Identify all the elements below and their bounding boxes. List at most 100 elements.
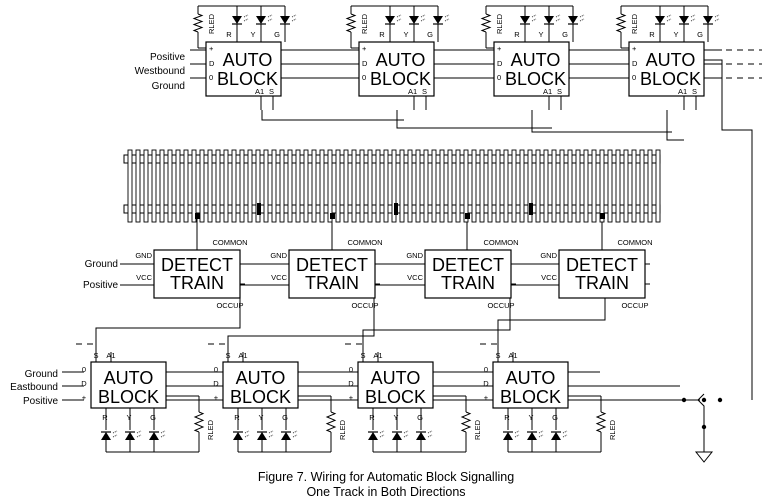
led-rays: [555, 14, 561, 22]
rail-tie: [255, 149, 261, 223]
rail-tie: [479, 149, 485, 223]
rled-resistor: [460, 411, 472, 433]
signal-label-r: R: [504, 413, 510, 422]
pin-s: S: [360, 351, 365, 360]
pin-d: D: [632, 59, 638, 68]
auto-block-line1: AUTO: [104, 368, 154, 388]
rail-tie: [551, 149, 557, 223]
rail-tie: [287, 149, 293, 223]
signal-led-r: [232, 14, 249, 25]
detector-positive-label: Positive: [83, 280, 118, 291]
led-rays: [291, 14, 297, 22]
pin-zero: 0: [82, 365, 86, 374]
rail-tie: [647, 149, 653, 223]
rail-tie: [511, 149, 517, 223]
rail-tie: [343, 149, 349, 223]
rail-tie: [607, 149, 613, 223]
rail-tie: [359, 149, 365, 223]
rail-gap-1: [257, 203, 261, 215]
led-body: [503, 432, 513, 440]
rled-resistor: [345, 13, 357, 33]
rail-tie: [143, 149, 149, 223]
signal-label-g: G: [417, 413, 423, 422]
rail-tie: [423, 149, 429, 223]
rail-tie: [199, 149, 205, 223]
led-body: [409, 16, 419, 24]
pin-plus: +: [209, 44, 214, 53]
rail-feeder-2: [330, 213, 335, 219]
auto-block-line2: BLOCK: [217, 69, 278, 89]
pin-a1: A1: [238, 351, 247, 360]
rail-tie: [559, 149, 565, 223]
signal-label-g: G: [274, 30, 280, 39]
rail-tie: [519, 149, 525, 223]
signal-led-r: [655, 14, 672, 25]
eastbound-ground-label: Ground: [25, 369, 58, 380]
signal-led-g: [551, 430, 568, 440]
rail-tie: [127, 149, 133, 223]
rail-tie: [295, 149, 301, 223]
auto-block-line1: AUTO: [371, 368, 421, 388]
rled-label: RLED: [206, 419, 215, 440]
pin-s: S: [692, 87, 697, 96]
signal-led-y: [256, 14, 273, 25]
detect-train-line1: DETECT: [161, 255, 233, 275]
pin-common: COMMON: [484, 238, 519, 247]
led-body: [280, 16, 290, 24]
pin-plus: +: [362, 44, 367, 53]
rail-tie: [223, 149, 229, 223]
auto-block-box: [492, 361, 569, 409]
rail-gap-3: [529, 203, 533, 215]
signal-label-y: Y: [126, 413, 131, 422]
signal-led-g: [281, 430, 298, 440]
detect-train-box: [288, 249, 376, 299]
rail-tie: [583, 149, 589, 223]
pin-vcc: VCC: [136, 273, 152, 282]
rail-feeder-1: [195, 213, 200, 219]
rled-resistor: [480, 13, 492, 33]
rail-tie: [279, 149, 285, 223]
rail-feeder-3: [465, 213, 470, 219]
led-body: [416, 432, 426, 440]
signal-led-y: [527, 430, 544, 440]
auto-block-box: [493, 41, 570, 97]
signal-label-r: R: [514, 30, 520, 39]
rail-tie: [535, 149, 541, 223]
switch-contact-3: [717, 397, 723, 403]
westbound-ground-label: Ground: [152, 81, 185, 92]
pin-vcc: VCC: [407, 273, 423, 282]
led-body: [101, 432, 111, 440]
led-rays: [396, 14, 402, 22]
wire-top-1: [261, 110, 404, 121]
detect-train-line1: DETECT: [296, 255, 368, 275]
pin-zero: 0: [484, 365, 488, 374]
signal-led-g: [703, 14, 720, 25]
pin-occup: OCCUP: [216, 301, 243, 310]
rail-tie: [239, 149, 245, 223]
rail-tie: [191, 149, 197, 223]
switch-contact-4: [701, 424, 707, 430]
signal-label-g: G: [282, 413, 288, 422]
rail-tie: [335, 149, 341, 223]
signal-led-g: [280, 14, 297, 25]
wire-occup-3: [362, 298, 511, 344]
pin-gnd: GND: [406, 251, 423, 260]
rail-tie: [599, 149, 605, 223]
led-rays: [427, 430, 433, 438]
rail-tie: [527, 149, 533, 223]
rled-label: RLED: [495, 13, 504, 34]
rail-tie: [183, 149, 189, 223]
rail-tie: [495, 149, 501, 223]
pin-zero: 0: [214, 365, 218, 374]
signal-led-r: [520, 14, 537, 25]
auto-block-line2: BLOCK: [98, 387, 159, 407]
rail-tie: [639, 149, 645, 223]
signal-led-y: [679, 14, 696, 25]
led-body: [385, 16, 395, 24]
led-rays: [160, 430, 166, 438]
pin-plus: +: [497, 44, 502, 53]
